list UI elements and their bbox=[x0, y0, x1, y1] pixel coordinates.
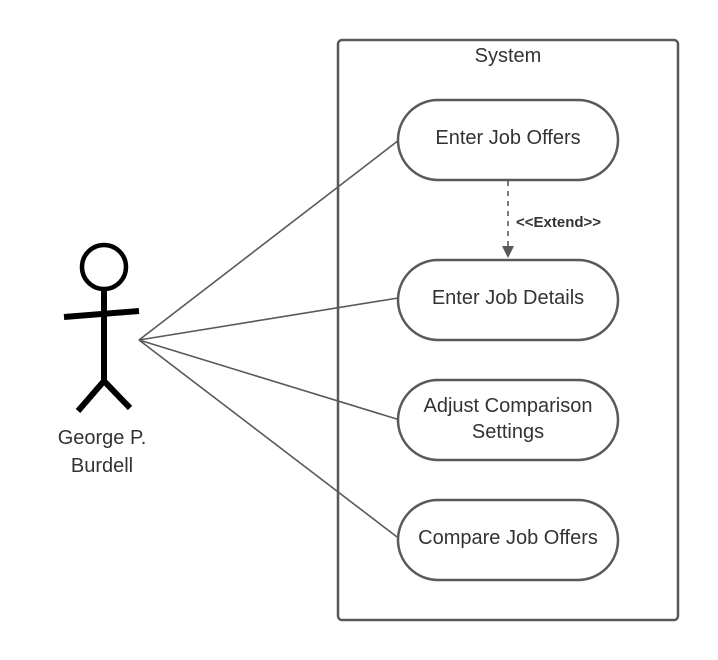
use-case-label: Enter Job Offers bbox=[435, 127, 580, 149]
actor-arms bbox=[63, 308, 140, 320]
actor-stick-figure-icon bbox=[63, 242, 140, 413]
association-line-enter-job-details bbox=[138, 297, 399, 341]
use-case-shape bbox=[396, 258, 620, 342]
use-case-label: Enter Job Details bbox=[432, 287, 584, 309]
associations bbox=[138, 139, 402, 541]
use-case-label: Compare Job Offers bbox=[418, 527, 598, 549]
use-case-label-line1: Adjust Comparison bbox=[424, 395, 593, 417]
actor-left-leg bbox=[75, 379, 107, 413]
use-case-shape bbox=[396, 378, 620, 462]
actor-name-line1: George P. bbox=[58, 427, 147, 449]
actor-name-line2: Burdell bbox=[71, 455, 133, 477]
association-line-enter-job-offers bbox=[138, 139, 400, 341]
extend-label: <<Extend>> bbox=[516, 214, 601, 231]
association-line-compare-job-offers bbox=[138, 339, 402, 541]
use-case-adjust-comparison-settings[interactable]: Adjust Comparison Settings bbox=[396, 378, 620, 462]
system-boundary bbox=[336, 38, 680, 622]
use-case-compare-job-offers[interactable]: Compare Job Offers bbox=[396, 498, 620, 582]
actor-right-leg bbox=[101, 378, 133, 411]
actor-head bbox=[79, 242, 129, 292]
use-case-enter-job-details[interactable]: Enter Job Details bbox=[396, 258, 620, 342]
association-line-adjust-comparison-settings bbox=[138, 339, 401, 421]
system-title: System bbox=[475, 45, 542, 67]
use-case-shape bbox=[396, 498, 620, 582]
use-case-shape bbox=[396, 98, 620, 182]
extend-arrowhead-icon bbox=[502, 246, 514, 258]
use-case-enter-job-offers[interactable]: Enter Job Offers bbox=[396, 98, 620, 182]
use-case-label-line2: Settings bbox=[472, 421, 544, 443]
